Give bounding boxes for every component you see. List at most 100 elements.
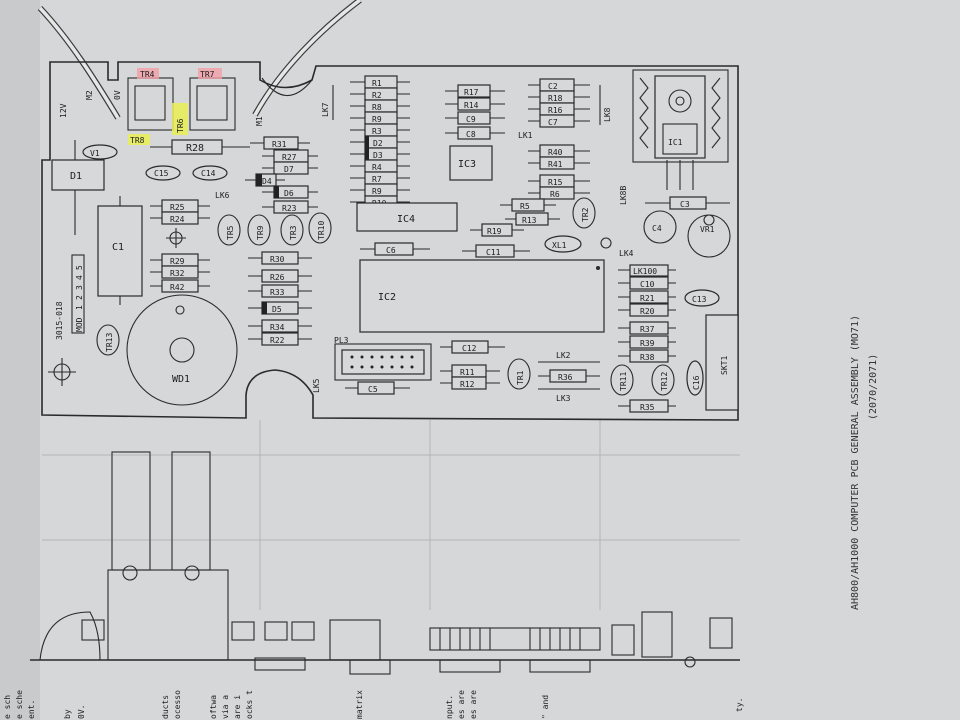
resistor-r32: R32: [150, 265, 210, 279]
side-view-assembly: [30, 451, 740, 675]
transistor-tr3: TR3: [280, 214, 304, 246]
diode-d6: D6: [262, 185, 318, 199]
svg-text:1: 1: [75, 305, 84, 310]
resistor-r15: R15: [528, 174, 590, 188]
svg-text:R34: R34: [270, 323, 285, 332]
svg-text:4: 4: [75, 275, 84, 280]
capacitor-c7: C7: [528, 114, 590, 128]
capacitor-c5: C5: [345, 381, 410, 395]
resistor-r42: R42: [150, 279, 210, 293]
resistor-r9b: R9: [350, 183, 410, 197]
svg-text:D3: D3: [373, 151, 383, 160]
capacitor-c3: C3: [645, 196, 730, 210]
svg-text:R15: R15: [548, 178, 563, 187]
diode-d5: D5: [248, 301, 312, 315]
board-part-number: 3015-018: [55, 301, 64, 340]
transistor-tr12: TR12: [651, 364, 675, 396]
link-lk100: LK100: [618, 264, 676, 277]
svg-text:R30: R30: [270, 255, 285, 264]
svg-text:R9: R9: [372, 187, 382, 196]
svg-text:ocesso: ocesso: [173, 690, 182, 719]
resistor-r9a: R9: [350, 111, 410, 125]
transistor-tr9: TR9: [247, 214, 271, 246]
svg-text:" and: " and: [541, 695, 550, 719]
svg-text:R24: R24: [170, 215, 185, 224]
buzzer-wd1: WD1: [126, 294, 238, 406]
trimmer-vr1: VR1: [687, 214, 731, 258]
capacitor-c14: C14: [192, 165, 228, 181]
svg-text:C14: C14: [201, 169, 216, 178]
mounting-hole-left-1: [166, 228, 186, 248]
svg-text:matrix: matrix: [355, 690, 364, 719]
resistor-r34: R34: [248, 319, 312, 333]
svg-text:ducts: ducts: [161, 695, 170, 719]
svg-text:R14: R14: [464, 101, 479, 110]
svg-text:TR8: TR8: [130, 136, 145, 145]
svg-text:TR2: TR2: [581, 207, 590, 222]
svg-text:VR1: VR1: [700, 225, 715, 234]
svg-text:2: 2: [75, 295, 84, 300]
svg-text:D4: D4: [262, 177, 272, 186]
resistor-r39: R39: [618, 335, 676, 349]
resistor-r28: R28: [150, 139, 250, 155]
svg-text:TR1: TR1: [516, 370, 525, 385]
svg-text:via a: via a: [221, 695, 230, 719]
resistor-r12: R12: [440, 376, 500, 390]
svg-text:R41: R41: [548, 160, 563, 169]
svg-text:C5: C5: [368, 385, 378, 394]
svg-text:R20: R20: [640, 307, 655, 316]
svg-text:R26: R26: [270, 273, 285, 282]
svg-text:SKT1: SKT1: [720, 356, 729, 375]
resistor-r20: R20: [618, 303, 676, 317]
resistor-r31: R31: [250, 136, 310, 150]
resistor-r25: R25: [150, 199, 210, 213]
label-m2: M2: [85, 90, 94, 100]
svg-text:C15: C15: [154, 169, 169, 178]
svg-text:D5: D5: [272, 305, 282, 314]
svg-text:PL3: PL3: [334, 336, 349, 345]
label-m1: M1: [255, 116, 264, 126]
svg-text:R12: R12: [460, 380, 475, 389]
capacitor-c16: C16: [686, 360, 704, 396]
svg-text:TR5: TR5: [226, 225, 235, 240]
background-table-lines: [42, 420, 740, 610]
svg-text:R29: R29: [170, 257, 185, 266]
svg-text:R13: R13: [522, 216, 537, 225]
ic-ic3: IC3: [449, 145, 493, 181]
paper-edge-shadow: [0, 0, 40, 720]
svg-text:R4: R4: [372, 163, 382, 172]
resistor-r6: R6: [528, 186, 590, 200]
svg-text:es are: es are: [457, 690, 466, 719]
resistor-column-top: R1 R2 R8 R9 R3 D2 D3 R4 R7 R9 R10: [350, 75, 410, 209]
svg-text:C2: C2: [548, 82, 558, 91]
svg-text:C10: C10: [640, 280, 655, 289]
resistor-r36: R36: [538, 369, 600, 383]
mounting-hole-left-3: [48, 358, 76, 386]
drawing-caption-title: AH800/AH1000 COMPUTER PCB GENERAL ASSEMB…: [850, 315, 861, 610]
transistor-tr2: TR2: [572, 197, 596, 229]
capacitor-c1: C1: [97, 196, 143, 305]
svg-text:R9: R9: [372, 115, 382, 124]
svg-text:C16: C16: [692, 375, 701, 390]
crystal-xl1: XL1: [544, 235, 582, 253]
svg-text:R8: R8: [372, 103, 382, 112]
svg-text:R27: R27: [282, 153, 297, 162]
transistor-tr8: TR8: [128, 134, 150, 145]
svg-text:R18: R18: [548, 94, 563, 103]
svg-text:R7: R7: [372, 175, 382, 184]
svg-text:ty.: ty.: [735, 698, 744, 712]
svg-text:D2: D2: [373, 139, 383, 148]
svg-text:WD1: WD1: [172, 374, 190, 385]
svg-text:R32: R32: [170, 269, 185, 278]
svg-text:C11: C11: [486, 248, 501, 257]
svg-text:MOD: MOD: [75, 317, 84, 332]
transistor-tr5: TR5: [217, 214, 241, 246]
svg-text:IC4: IC4: [397, 214, 415, 225]
svg-text:by: by: [63, 709, 72, 719]
svg-text:ent.: ent.: [27, 700, 36, 719]
svg-text:es are: es are: [469, 690, 478, 719]
resistor-r38: R38: [618, 349, 676, 363]
svg-text:3: 3: [75, 285, 84, 290]
link-lk4: LK4: [619, 249, 634, 258]
svg-text:LK100: LK100: [633, 267, 657, 276]
